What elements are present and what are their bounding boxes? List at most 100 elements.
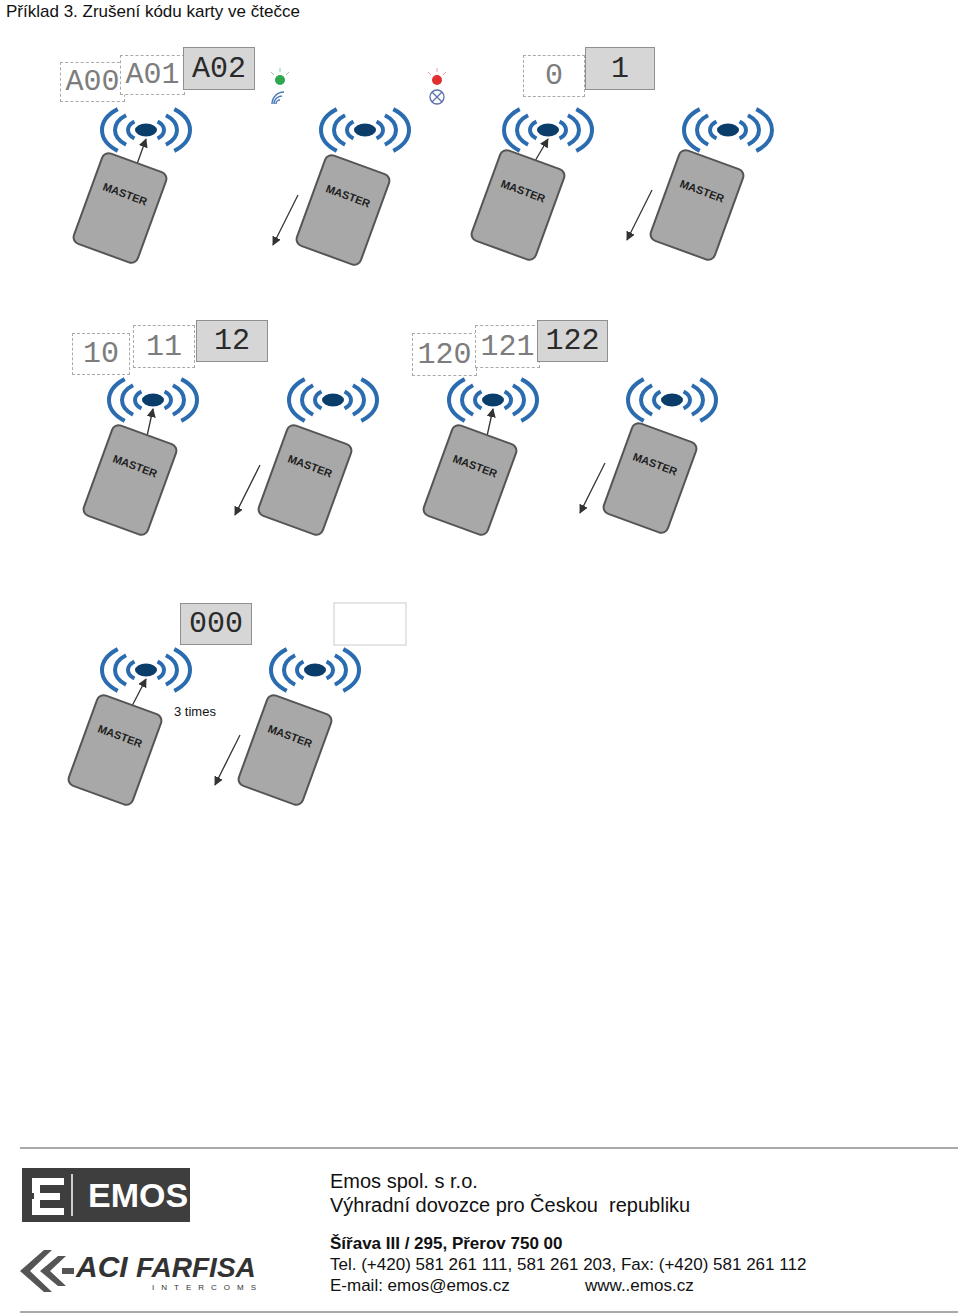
- wave-arc: [393, 109, 409, 151]
- logo-text: INTERCOMS: [152, 1283, 263, 1292]
- wave-arc: [345, 391, 351, 408]
- node-text: MASTER: [87, 719, 153, 753]
- reader-symbol: [289, 379, 377, 421]
- node-text: MASTER: [92, 177, 158, 211]
- reader-display: A00: [60, 62, 125, 102]
- footer-text: Emos spol. s r.o.: [330, 1170, 478, 1193]
- wave-arc: [361, 379, 377, 421]
- wave-arc: [158, 661, 164, 678]
- node-text: EMOS: [88, 1176, 188, 1215]
- wave-arc: [521, 379, 537, 421]
- reader-dot: [537, 124, 559, 137]
- wave-arc: [568, 115, 579, 144]
- reader-dot: [482, 394, 504, 407]
- wave-arc: [377, 121, 383, 138]
- wave-arc: [641, 385, 652, 414]
- reader-dot: [135, 664, 157, 677]
- wave-arc: [335, 655, 346, 684]
- insert-arrow: [132, 679, 146, 706]
- master-card: MASTER: [293, 152, 392, 268]
- master-card: MASTER: [468, 147, 567, 263]
- wave-arc: [174, 109, 190, 151]
- wave-arc: [513, 385, 524, 414]
- node-text: A02: [192, 52, 246, 86]
- master-card: MASTER: [235, 692, 334, 808]
- footer-text: www..emos.cz: [585, 1276, 694, 1296]
- wave-arc: [334, 115, 345, 144]
- wave-arc: [505, 391, 511, 408]
- node-text: A01: [125, 58, 179, 92]
- wave-arc: [271, 649, 287, 691]
- reader-display: A02: [183, 47, 255, 90]
- wave-arc: [158, 121, 164, 138]
- wave-arc: [353, 385, 364, 414]
- wave-arc: [756, 109, 772, 151]
- wave-arc: [165, 391, 171, 408]
- blank-display: [334, 603, 406, 645]
- reader-symbol: [449, 379, 537, 421]
- reader-symbol: [504, 109, 592, 151]
- wave-arc: [530, 121, 536, 138]
- wave-arc: [284, 655, 295, 684]
- wave-arc: [173, 385, 184, 414]
- reader-symbol: [102, 649, 190, 691]
- master-card: MASTER: [70, 150, 169, 266]
- insert-arrow: [137, 139, 146, 164]
- remove-arrow: [580, 463, 605, 513]
- wave-arc: [102, 109, 118, 151]
- logo-text: FARFISA: [136, 1252, 256, 1284]
- node-text: 0: [545, 59, 563, 93]
- reader-display: 000: [180, 603, 252, 645]
- footer-text: Výhradní dovozce pro Českou republiku: [330, 1194, 690, 1217]
- wave-arc: [109, 379, 125, 421]
- wave-arc: [684, 109, 700, 151]
- node-text: MASTER: [102, 449, 168, 483]
- master-card: MASTER: [80, 422, 179, 538]
- wave-arc: [347, 121, 353, 138]
- wave-arc: [315, 391, 321, 408]
- emos-logo-box: EMOS: [22, 1168, 190, 1222]
- reader-dot: [661, 394, 683, 407]
- page-title: Příklad 3. Zrušení kódu karty ve čtečce: [6, 2, 300, 22]
- footer-text: Tel. (+420) 581 261 111, 581 261 203, Fa…: [330, 1255, 806, 1275]
- reader-display: A01: [120, 55, 185, 95]
- wave-arc: [321, 109, 337, 151]
- insert-arrow: [487, 409, 493, 436]
- farfisa-logo-mark: [20, 1250, 74, 1292]
- node-text: 10: [83, 337, 119, 371]
- node-text: MASTER: [622, 447, 688, 481]
- wave-arc: [475, 391, 481, 408]
- reader-display: 121: [475, 325, 540, 368]
- wave-arc: [560, 121, 566, 138]
- wave-arc: [181, 379, 197, 421]
- node-text: 121: [480, 330, 534, 364]
- node-text: 11: [146, 330, 182, 364]
- wave-arc: [654, 391, 660, 408]
- reader-waves: [102, 109, 772, 691]
- reader-symbol: [102, 109, 190, 151]
- reader-symbol: [109, 379, 197, 421]
- wave-arc: [576, 109, 592, 151]
- remove-arrow: [235, 465, 260, 515]
- footer-rule: [20, 1148, 958, 1149]
- wave-arc: [297, 661, 303, 678]
- wave-arc: [302, 385, 313, 414]
- master-card: MASTER: [647, 147, 746, 263]
- wave-arc: [692, 385, 703, 414]
- node-text: MASTER: [315, 179, 381, 213]
- reader-display: 11: [133, 325, 195, 368]
- reader-symbol: [271, 649, 359, 691]
- node-text: 000: [189, 607, 243, 641]
- wave-arc: [517, 115, 528, 144]
- footer-text: E-mail: emos@emos.cz: [330, 1276, 510, 1296]
- node-text: MASTER: [669, 174, 735, 208]
- remove-arrow: [273, 195, 298, 245]
- wave-arc: [166, 655, 177, 684]
- logo-text: ACI: [76, 1250, 128, 1284]
- reader-display: 10: [72, 333, 130, 375]
- wave-arc: [115, 655, 126, 684]
- reader-display: 1: [585, 47, 655, 90]
- reader-symbol: [628, 379, 716, 421]
- footer-text: Šířava III / 295, Přerov 750 00: [330, 1234, 563, 1254]
- wave-arc: [449, 379, 465, 421]
